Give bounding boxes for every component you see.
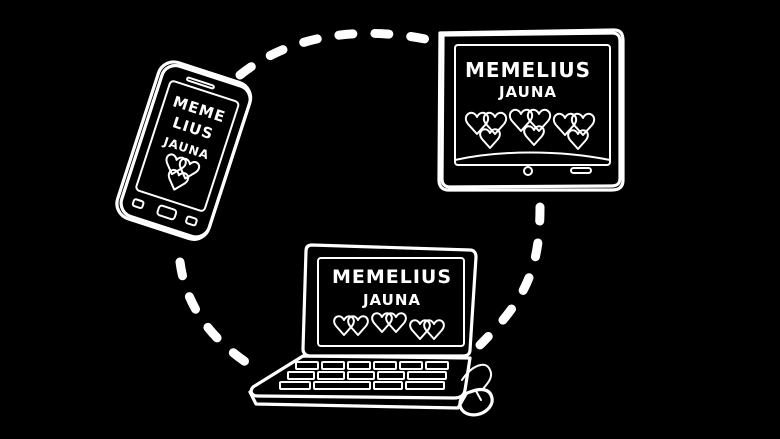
phone-device: MEME LIUS JAUNA (115, 60, 253, 241)
heart-face-icon (371, 312, 393, 333)
keyboard-key (347, 361, 371, 370)
heart-face-icon (570, 112, 596, 136)
heart-face-icon (464, 111, 490, 135)
keyboard-key (373, 381, 403, 390)
heart-face-icon (385, 312, 407, 333)
keyboard-spacebar (313, 381, 371, 390)
tablet-home-button (523, 166, 533, 176)
tablet-screen (454, 44, 611, 166)
keyboard-key (279, 381, 311, 390)
mouse-icon (458, 387, 494, 417)
heart-face-icon (567, 129, 589, 150)
tablet-frame (440, 31, 622, 189)
tablet-subtitle: JAUNA (498, 83, 557, 101)
heart-face-icon (178, 157, 201, 180)
keyboard-key (377, 371, 405, 380)
heart-face-icon (333, 315, 355, 336)
laptop-heart-faces (333, 312, 445, 340)
heart-face-icon (508, 108, 534, 132)
phone-screen (135, 80, 240, 212)
laptop-keyboard (279, 361, 449, 390)
laptop-device: MEMELIUS JAUNA (248, 243, 494, 417)
keyboard-key (287, 371, 315, 380)
keyboard-key (405, 381, 445, 390)
heart-face-icon (347, 315, 369, 336)
phone-heart-faces (165, 153, 201, 191)
keyboard-key (425, 361, 449, 370)
phone-home-button (156, 204, 178, 221)
keyboard-key (321, 361, 345, 370)
heart-face-icon (409, 319, 431, 340)
dash-arc-top (235, 28, 435, 80)
heart-face-icon (482, 111, 508, 135)
heart-face-icon (423, 319, 445, 340)
heart-face-icon (552, 112, 578, 136)
tablet-title: MEMELIUS (465, 58, 591, 82)
mouse-cable (461, 363, 492, 391)
heart-face-icon (526, 108, 552, 132)
keyboard-key (317, 371, 345, 380)
keyboard-key (399, 361, 423, 370)
tablet-side-button (570, 167, 592, 174)
phone-right-key (185, 215, 198, 227)
tablet-heart-faces (464, 108, 596, 150)
tablet-frame-outline (437, 28, 625, 192)
keyboard-key (295, 361, 319, 370)
heart-face-icon (479, 128, 501, 149)
laptop-base (249, 354, 472, 400)
laptop-lid (301, 243, 478, 358)
keyboard-key (407, 371, 447, 380)
laptop-subtitle: JAUNA (362, 291, 421, 309)
keyboard-key (373, 361, 397, 370)
laptop-screen (317, 257, 465, 347)
heart-face-icon (165, 153, 187, 176)
phone-body-outline (115, 60, 253, 241)
phone-left-key (131, 198, 145, 209)
dashed-connection-path (175, 28, 545, 370)
heart-face-icon (167, 168, 190, 191)
phone-speaker (186, 76, 215, 90)
laptop-title: MEMELIUS (332, 266, 452, 288)
mouse-button-line (475, 390, 482, 401)
dash-arc-left (175, 257, 255, 370)
tablet-device: MEMELIUS JAUNA (437, 28, 625, 192)
keyboard-key (347, 371, 375, 380)
tablet-screen-edge (454, 151, 611, 161)
dash-arc-right (475, 202, 545, 350)
heart-face-icon (523, 125, 545, 146)
laptop-base-front (248, 390, 468, 410)
